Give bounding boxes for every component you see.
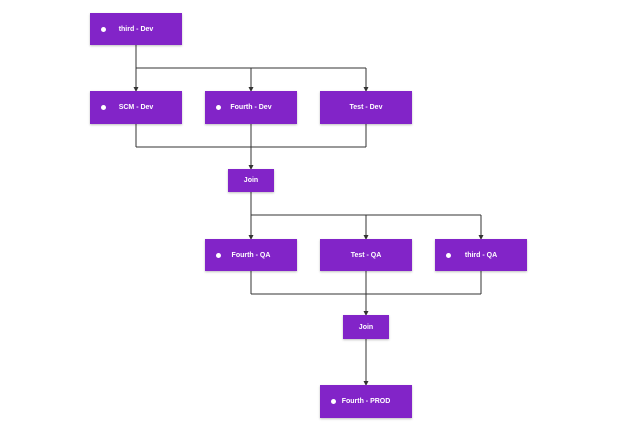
stage-node-fourth-qa[interactable]: Fourth - QA [205, 239, 297, 271]
join-label: Join [358, 323, 374, 331]
stage-label: Fourth - Dev [230, 104, 272, 111]
status-dot-icon [216, 105, 221, 110]
status-dot-icon [446, 252, 451, 258]
stage-node-third-qa[interactable]: third - QA [435, 239, 527, 271]
stage-label: Test - Dev [349, 104, 383, 111]
stage-label: Fourth - QA [231, 251, 271, 259]
join-label: Join [243, 177, 259, 184]
join-node[interactable]: Join [343, 315, 389, 339]
stage-node-test-dev[interactable]: Test - Dev [320, 91, 412, 124]
stage-label: SCM - Dev [118, 104, 154, 111]
stage-label: Fourth - PROD [341, 398, 391, 405]
status-dot-icon [331, 399, 336, 404]
stage-node-fourth-dev[interactable]: Fourth - Dev [205, 91, 297, 124]
status-dot-icon [101, 105, 106, 110]
stage-node-test-qa[interactable]: Test - QA [320, 239, 412, 271]
join-node[interactable]: Join [228, 169, 274, 192]
stage-node-third-dev[interactable]: third - Dev [90, 13, 182, 45]
stage-node-fourth-prod[interactable]: Fourth - PROD [320, 385, 412, 418]
status-dot-icon [101, 26, 106, 32]
stage-label: third - Dev [118, 25, 154, 33]
stage-label: Test - QA [350, 251, 382, 259]
stage-label: third - QA [464, 251, 498, 259]
status-dot-icon [216, 252, 221, 258]
stage-node-scm-dev[interactable]: SCM - Dev [90, 91, 182, 124]
